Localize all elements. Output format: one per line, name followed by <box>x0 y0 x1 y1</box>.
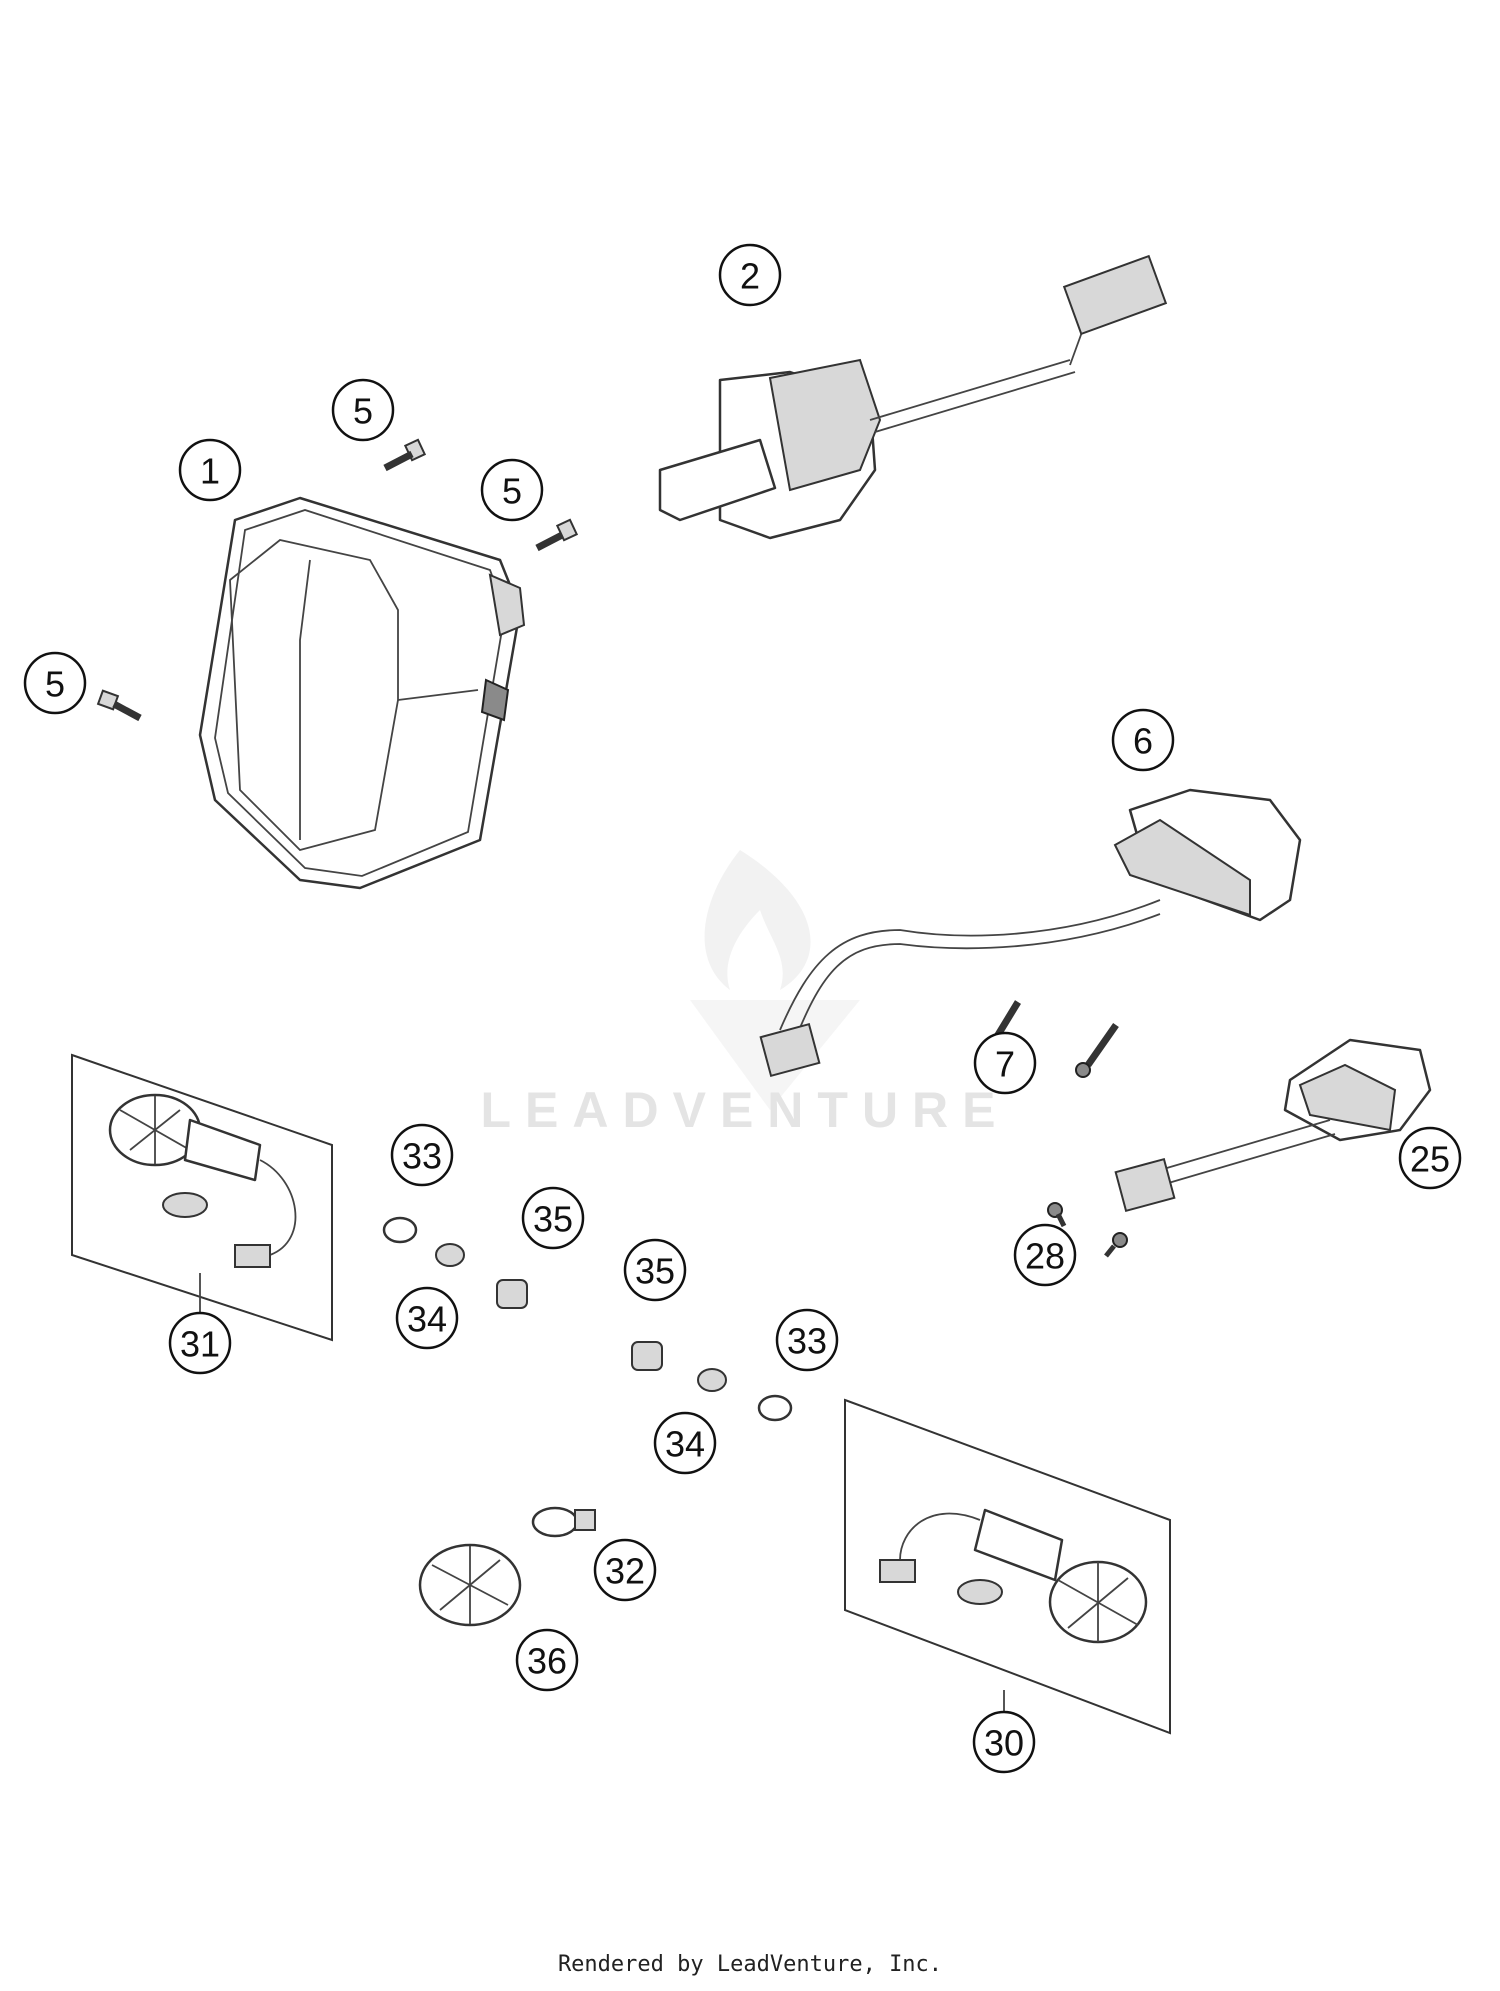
turn-signal-kit-left-part <box>71 1053 333 1342</box>
screw-part <box>1104 1232 1128 1258</box>
screw-part <box>535 518 579 552</box>
tail-light-screw-part <box>1075 1022 1119 1078</box>
callout-6: 6 <box>1111 708 1175 772</box>
svg-text:6: 6 <box>1133 721 1153 762</box>
callout-35: 35 <box>521 1186 585 1250</box>
callout-5: 5 <box>331 378 395 442</box>
callout-33: 33 <box>775 1308 839 1372</box>
callout-36: 36 <box>515 1628 579 1692</box>
bulb-part <box>531 1506 596 1538</box>
callout-34: 34 <box>395 1286 459 1350</box>
callout-32: 32 <box>593 1538 657 1602</box>
svg-text:2: 2 <box>740 256 760 297</box>
svg-text:34: 34 <box>407 1299 447 1340</box>
svg-text:36: 36 <box>527 1641 567 1682</box>
callout-34: 34 <box>653 1411 717 1475</box>
callout-30: 30 <box>972 1710 1036 1774</box>
turn-signal-kit-right-part <box>844 1398 1171 1735</box>
washer-part <box>757 1394 793 1422</box>
svg-text:31: 31 <box>180 1324 220 1365</box>
svg-text:30: 30 <box>984 1723 1024 1764</box>
svg-text:5: 5 <box>353 391 373 432</box>
callout-7: 7 <box>973 1031 1037 1095</box>
svg-text:32: 32 <box>605 1551 645 1592</box>
screw-part <box>1047 1202 1067 1228</box>
footer-credit: Rendered by LeadVenture, Inc. <box>557 1952 943 1977</box>
callout-5: 5 <box>23 651 87 715</box>
svg-text:28: 28 <box>1025 1236 1065 1277</box>
callout-31: 31 <box>168 1311 232 1375</box>
svg-text:7: 7 <box>995 1044 1015 1085</box>
svg-text:35: 35 <box>635 1251 675 1292</box>
callout-1: 1 <box>178 438 242 502</box>
svg-text:33: 33 <box>402 1136 442 1177</box>
svg-text:25: 25 <box>1410 1139 1450 1180</box>
callout-2: 2 <box>718 243 782 307</box>
svg-text:35: 35 <box>533 1199 573 1240</box>
turn-signal-lens-part <box>418 1543 522 1627</box>
nut-part <box>496 1279 528 1309</box>
washer-part <box>382 1216 418 1244</box>
svg-text:1: 1 <box>200 451 220 492</box>
watermark-text: LEADVENTURE <box>480 1082 1009 1138</box>
screw-part <box>96 689 142 722</box>
bulb-socket-part <box>658 254 1168 540</box>
screw-part <box>383 438 427 472</box>
callout-28: 28 <box>1013 1223 1077 1287</box>
tail-light-part <box>759 788 1302 1078</box>
callout-33: 33 <box>390 1123 454 1187</box>
washer-part <box>435 1243 465 1267</box>
callout-25: 25 <box>1398 1126 1462 1190</box>
svg-text:5: 5 <box>45 664 65 705</box>
callout-5: 5 <box>480 458 544 522</box>
callout-35: 35 <box>623 1238 687 1302</box>
nut-part <box>631 1341 663 1371</box>
washer-part <box>697 1368 727 1392</box>
svg-text:33: 33 <box>787 1321 827 1362</box>
svg-text:34: 34 <box>665 1424 705 1465</box>
svg-text:5: 5 <box>502 471 522 512</box>
license-plate-light-part <box>1114 1038 1432 1213</box>
headlight-part <box>198 496 526 890</box>
